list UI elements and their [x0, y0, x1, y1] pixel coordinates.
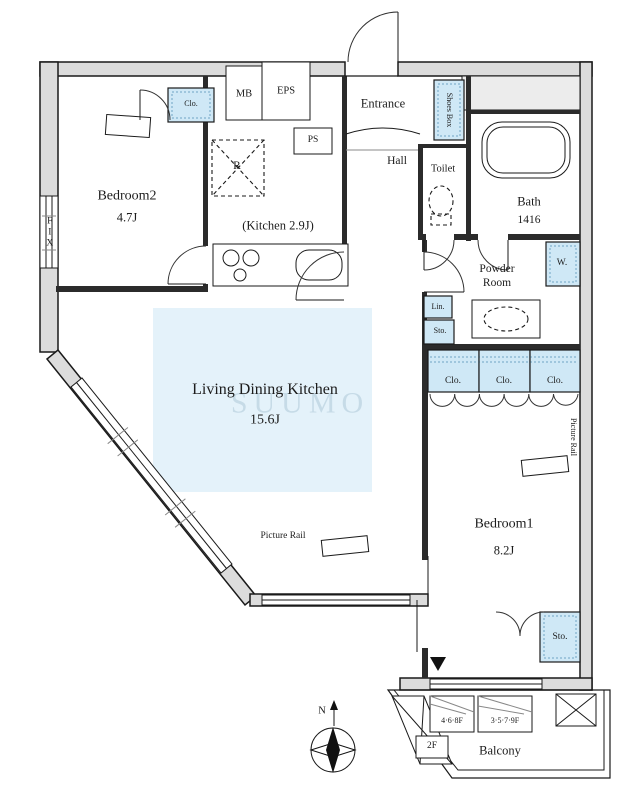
storage-b1-door-arc [519, 611, 545, 637]
closet-1-label: Clo. [444, 376, 462, 387]
picture-rail-bedroom1-label: Picture Rail [568, 418, 578, 456]
entrance-step [345, 127, 421, 135]
ps-box [293, 127, 333, 155]
section-marker [430, 657, 446, 671]
toilet-door-arc [423, 239, 455, 271]
fridge-label: R [233, 159, 241, 172]
washer-label: W. [556, 258, 568, 269]
ldk-highlight [153, 308, 372, 492]
storage-b1-door-arc [495, 611, 521, 637]
ldk-door-arc [295, 251, 345, 301]
watermark: SUUMO [230, 386, 370, 420]
powder-room-label: Powder Room [479, 262, 515, 289]
bath-label: Bath [517, 194, 541, 209]
balcony-label: Balcony [479, 743, 521, 758]
closet-b2-door-arc [139, 89, 171, 121]
eps-box [261, 61, 311, 121]
closet-doors [429, 393, 579, 407]
floors-b-label: 3·5·7·9F [490, 716, 520, 726]
wall-bath-top [466, 110, 580, 114]
wall-seg [454, 234, 478, 240]
ps-label: PS [307, 135, 319, 146]
closet-bedroom2-label: Clo. [184, 99, 198, 109]
closet-3-label: Clo. [546, 376, 564, 387]
washer-space [545, 241, 581, 287]
picture-rail-ldk-label: Picture Rail [260, 531, 306, 542]
kitchen-sink [295, 249, 343, 281]
fix-label: FIX [44, 216, 55, 250]
bath-size-label: 1416 [517, 213, 541, 226]
hall-label: Hall [387, 154, 407, 167]
mb-box [225, 65, 263, 121]
storage-bedroom1 [539, 611, 581, 663]
wall-top-right [397, 61, 593, 77]
wall-toilet-top [418, 144, 470, 148]
storage-bedroom1-label: Sto. [552, 632, 568, 643]
closet-bedroom2 [167, 87, 215, 123]
ldk-size-label: 15.6J [250, 412, 280, 428]
floor-2f-label: 2F [426, 741, 438, 752]
floors-a-label: 4·6·8F [441, 716, 463, 726]
bathtub [481, 121, 571, 179]
mb-label: MB [235, 88, 253, 100]
floor-2f-box [415, 735, 449, 759]
shoes-box-label: Shoes Box [444, 92, 454, 128]
hatch-box-a [429, 695, 475, 733]
toilet-label: Toilet [430, 163, 456, 175]
bath-door-arc [477, 239, 509, 271]
bedroom1-size-label: 8.2J [493, 543, 515, 558]
ac-bedroom2 [104, 113, 152, 139]
wall-bedroom2-right [203, 76, 208, 246]
wall-right [579, 61, 593, 691]
wall-bedroom1-left-lower [422, 648, 428, 678]
kitchen-label: (Kitchen 2.9J) [242, 218, 314, 233]
storage-powder [423, 319, 455, 345]
wall-bedroom2-bottom [56, 286, 208, 292]
burner [242, 249, 260, 267]
burner [233, 268, 247, 282]
wall-closet-top [422, 344, 580, 350]
ac-bedroom1 [520, 455, 570, 477]
bedroom2-label: Bedroom2 [97, 188, 157, 204]
wall-bedroom1-left-upper [422, 350, 428, 560]
wall-bath-bottom [508, 234, 580, 240]
powder-door-arc [423, 251, 465, 293]
entrance-door-arc [347, 11, 399, 63]
wall-toilet-left [418, 146, 423, 238]
wall-seg [418, 234, 426, 240]
wall-bath-left [466, 76, 471, 241]
pipe-space [461, 75, 581, 111]
linen-closet [423, 295, 453, 319]
bedroom2-size-label: 4.7J [116, 210, 138, 225]
compass-n-label: N [318, 705, 326, 717]
closet-2-label: Clo. [495, 376, 513, 387]
storage-powder-label: Sto. [433, 326, 447, 336]
washstand [471, 299, 541, 339]
toilet-fixture [428, 185, 454, 217]
hatch-box-b [477, 695, 533, 733]
ac-ldk [320, 535, 370, 557]
wall-kitchen-hall [342, 76, 347, 252]
fridge-space [211, 139, 265, 197]
ldk-label: Living Dining Kitchen [192, 381, 338, 399]
eps-label: EPS [276, 85, 296, 97]
shoes-box [433, 79, 465, 141]
bedroom2-door-arc [167, 245, 207, 285]
burner [222, 249, 240, 267]
entrance-label: Entrance [360, 96, 406, 111]
bedroom1-label: Bedroom1 [474, 516, 534, 532]
linen-label: Lin. [431, 302, 445, 312]
